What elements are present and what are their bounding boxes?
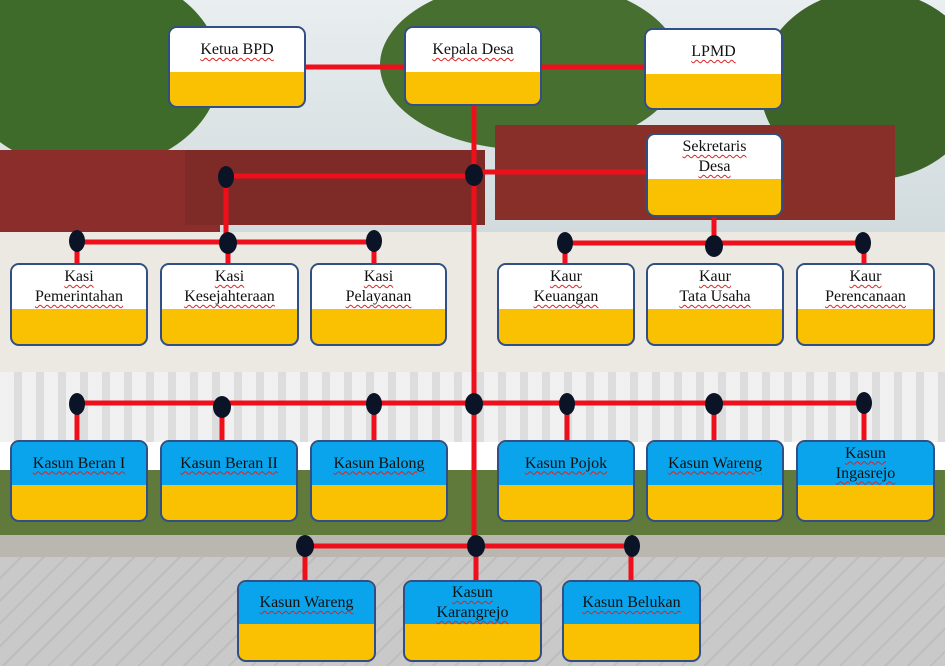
node-label: Kasun Belukan — [582, 594, 681, 611]
junction-node — [296, 535, 314, 557]
junction-node — [465, 393, 483, 415]
node-label: Kasun — [845, 444, 886, 462]
roof — [0, 150, 220, 235]
node-label: Ingasrejo — [835, 464, 896, 482]
junction-node — [69, 230, 85, 252]
node-label: Kaur — [849, 268, 882, 285]
node-label: Kaur — [550, 268, 582, 285]
node-kepala-desa: Kepala Desa — [404, 26, 542, 106]
node-label: Perencanaan — [825, 288, 906, 305]
node-label: Kepala Desa — [432, 41, 514, 58]
node-kasun-wareng-lower: Kasun Wareng — [237, 580, 376, 662]
node-label: Kasun Wareng — [259, 594, 354, 611]
junction-node — [218, 166, 234, 188]
junction-node — [465, 164, 483, 186]
junction-node — [856, 392, 872, 414]
node-label: Kasi — [214, 268, 245, 285]
node-label: Kaur — [699, 268, 731, 285]
node-kasun-wareng: Kasun Wareng — [646, 440, 784, 522]
junction-node — [366, 393, 382, 415]
junction-node — [213, 396, 231, 418]
node-label: Ketua BPD — [200, 41, 274, 58]
node-label: Pemerintahan — [35, 288, 123, 305]
node-kasun-belukan: Kasun Belukan — [562, 580, 701, 662]
junction-node — [366, 230, 382, 252]
node-label: Keuangan — [533, 288, 599, 305]
node-label: Desa — [698, 158, 731, 175]
node-label: Tata Usaha — [679, 288, 751, 305]
junction-node — [69, 393, 85, 415]
junction-node — [467, 535, 485, 557]
node-label: Kasun Balong — [333, 454, 425, 472]
node-label: Karangrejo — [436, 604, 509, 621]
node-label: Kasun Pojok — [524, 454, 608, 472]
node-label: Sekretaris — [682, 138, 747, 155]
junction-node — [705, 393, 723, 415]
node-label: Kesejahteraan — [184, 288, 275, 305]
junction-node — [855, 232, 871, 254]
node-label: Kasun Wareng — [668, 454, 762, 472]
node-label: LPMD — [691, 43, 736, 60]
node-label: Pelayanan — [345, 288, 412, 305]
roof — [185, 150, 485, 225]
node-kasun-balong: Kasun Balong — [310, 440, 448, 522]
node-label: Kasun Beran I — [32, 454, 126, 472]
junction-node — [624, 535, 640, 557]
junction-node — [557, 232, 573, 254]
node-ketua-bpd: Ketua BPD — [168, 26, 306, 108]
node-label: Kasun Beran II — [180, 454, 278, 472]
junction-node — [559, 393, 575, 415]
node-kasun-pojok: Kasun Pojok — [497, 440, 635, 522]
junction-node — [219, 232, 237, 254]
node-label: Kasi — [363, 268, 394, 285]
node-lpmd: LPMD — [644, 28, 783, 110]
node-kasun-beran-2: Kasun Beran II — [160, 440, 298, 522]
junction-node — [705, 235, 723, 257]
node-kasun-beran-1: Kasun Beran I — [10, 440, 148, 522]
node-label: Kasun — [452, 584, 493, 601]
node-label: Kasi — [64, 268, 94, 285]
